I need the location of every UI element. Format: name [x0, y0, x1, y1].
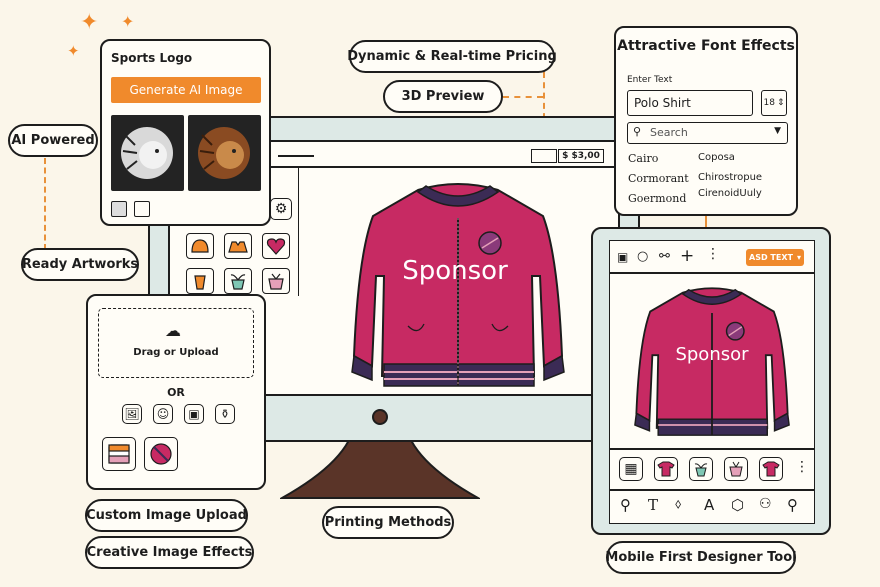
font-option-coposa[interactable]: Coposa: [698, 152, 735, 163]
tshirt-icon[interactable]: [654, 457, 678, 481]
creative-image-effects-pill: Creative Image Effects: [85, 536, 254, 569]
mobile-product-divider: [609, 448, 815, 450]
search-icon: ⚲: [633, 125, 642, 138]
price-display: $ $3,00: [558, 149, 604, 163]
lion-white-image[interactable]: [111, 115, 184, 191]
zoom-icon[interactable]: ⚲: [787, 496, 798, 514]
sports-logo-panel: Sports Logo Generate AI Image: [100, 39, 271, 226]
price-swatch: [531, 149, 557, 163]
screen-toolbar-divider: [268, 166, 618, 168]
font-size-stepper[interactable]: 18⇕: [761, 90, 787, 116]
art-cup-icon[interactable]: [186, 268, 214, 294]
custom-image-upload-pill: Custom Image Upload: [85, 499, 248, 532]
mobile-jacket-sponsor-text: Sponsor: [675, 344, 749, 365]
more-vertical-icon[interactable]: ⋮: [795, 459, 809, 475]
bucket-icon[interactable]: ⚱: [215, 404, 235, 424]
drag-drop-zone[interactable]: ☁ Drag or Upload: [98, 308, 254, 378]
image-edit-icon[interactable]: 🖼: [122, 404, 142, 424]
art-hat-icon[interactable]: [224, 233, 252, 259]
monitor-camera: [372, 409, 388, 425]
tray-effect-icon[interactable]: [102, 437, 136, 471]
drag-upload-text: Drag or Upload: [133, 347, 219, 358]
plus-icon[interactable]: +: [680, 246, 695, 266]
add-text-button[interactable]: ASD TEXT▾: [746, 249, 804, 266]
search-icon[interactable]: ⚲: [620, 496, 631, 514]
jacket-preview-mobile: [634, 287, 790, 436]
swatch-button-white[interactable]: [134, 201, 150, 217]
text-input-field[interactable]: Polo Shirt: [627, 90, 753, 116]
enter-text-label: Enter Text: [627, 75, 673, 85]
cloud-upload-icon: ☁: [165, 321, 181, 340]
link-icon[interactable]: ⚯: [659, 249, 670, 264]
lion-brown-image[interactable]: [188, 115, 261, 191]
3d-preview-pill: 3D Preview: [383, 80, 503, 113]
drop-icon[interactable]: ⬨: [675, 496, 682, 512]
font-option-cirenoiduuly[interactable]: CirenoidUuly: [698, 188, 762, 199]
swatch-button-gray[interactable]: [111, 201, 127, 217]
screen-toolbar-line: [278, 155, 314, 157]
art-cap-icon[interactable]: [186, 233, 214, 259]
dynamic-pricing-pill: Dynamic & Real-time Pricing: [347, 40, 557, 73]
sports-logo-title: Sports Logo: [111, 51, 193, 65]
mobile-toolbar-divider: [609, 272, 815, 274]
sparkle-icon: ✦: [121, 12, 135, 31]
ready-artworks-pill: Ready Artworks: [21, 248, 139, 281]
user-icon[interactable]: ⚇: [759, 496, 772, 512]
mobile-bottom-divider: [609, 489, 815, 491]
text-icon[interactable]: T: [648, 496, 659, 514]
tshirt-icon-2[interactable]: [759, 457, 783, 481]
search-placeholder: Search: [650, 126, 688, 139]
font-size-value: 18: [763, 98, 775, 108]
font-effects-panel: Attractive Font Effects Enter Text Polo …: [614, 26, 798, 216]
font-search-dropdown[interactable]: ⚲ Search ▼: [627, 122, 788, 144]
mobile-first-designer-pill: Mobile First Designer Tool: [605, 541, 797, 574]
printing-methods-pill: Printing Methods: [322, 506, 454, 539]
settings-gear-icon[interactable]: ⚙: [270, 198, 292, 220]
jacket-preview-large: [351, 183, 565, 387]
emoji-icon[interactable]: ☺: [153, 404, 173, 424]
font-option-cairo[interactable]: Cairo: [628, 152, 659, 165]
badge-effect-icon[interactable]: [144, 437, 178, 471]
shape-icon[interactable]: ⬡: [731, 496, 745, 514]
font-option-goermond[interactable]: Goermond: [628, 192, 687, 205]
generate-ai-image-button[interactable]: Generate AI Image: [111, 77, 261, 103]
gift-icon[interactable]: [724, 457, 748, 481]
more-icon[interactable]: ⋮: [706, 246, 720, 262]
screen-sidebar: [168, 166, 299, 296]
font-option-cormorant[interactable]: Cormorant: [628, 172, 689, 185]
image-icon[interactable]: ▣: [617, 250, 629, 264]
font-option-chirostropue[interactable]: Chirostropue: [698, 172, 763, 183]
art-gift-icon[interactable]: [262, 268, 290, 294]
art-plant-icon[interactable]: [224, 268, 252, 294]
or-text: OR: [167, 386, 185, 399]
grid-icon[interactable]: ▦: [619, 457, 643, 481]
plant-icon[interactable]: [689, 457, 713, 481]
image-icon[interactable]: ▣: [184, 404, 204, 424]
circle-icon[interactable]: ○: [637, 249, 649, 264]
font-icon[interactable]: A: [704, 496, 715, 514]
sparkle-icon: ✦: [80, 10, 99, 35]
font-effects-title: Attractive Font Effects: [617, 38, 795, 54]
ai-powered-pill: AI Powered: [8, 124, 98, 157]
sparkle-icon: ✦: [67, 42, 80, 60]
jacket-sponsor-text: Sponsor: [402, 256, 508, 286]
chevron-down-icon: ▼: [774, 126, 781, 136]
art-heart-icon[interactable]: [262, 233, 290, 259]
upload-panel: ☁ Drag or Upload OR 🖼 ☺ ▣ ⚱: [86, 294, 266, 490]
add-text-label: ASD TEXT: [749, 253, 793, 262]
